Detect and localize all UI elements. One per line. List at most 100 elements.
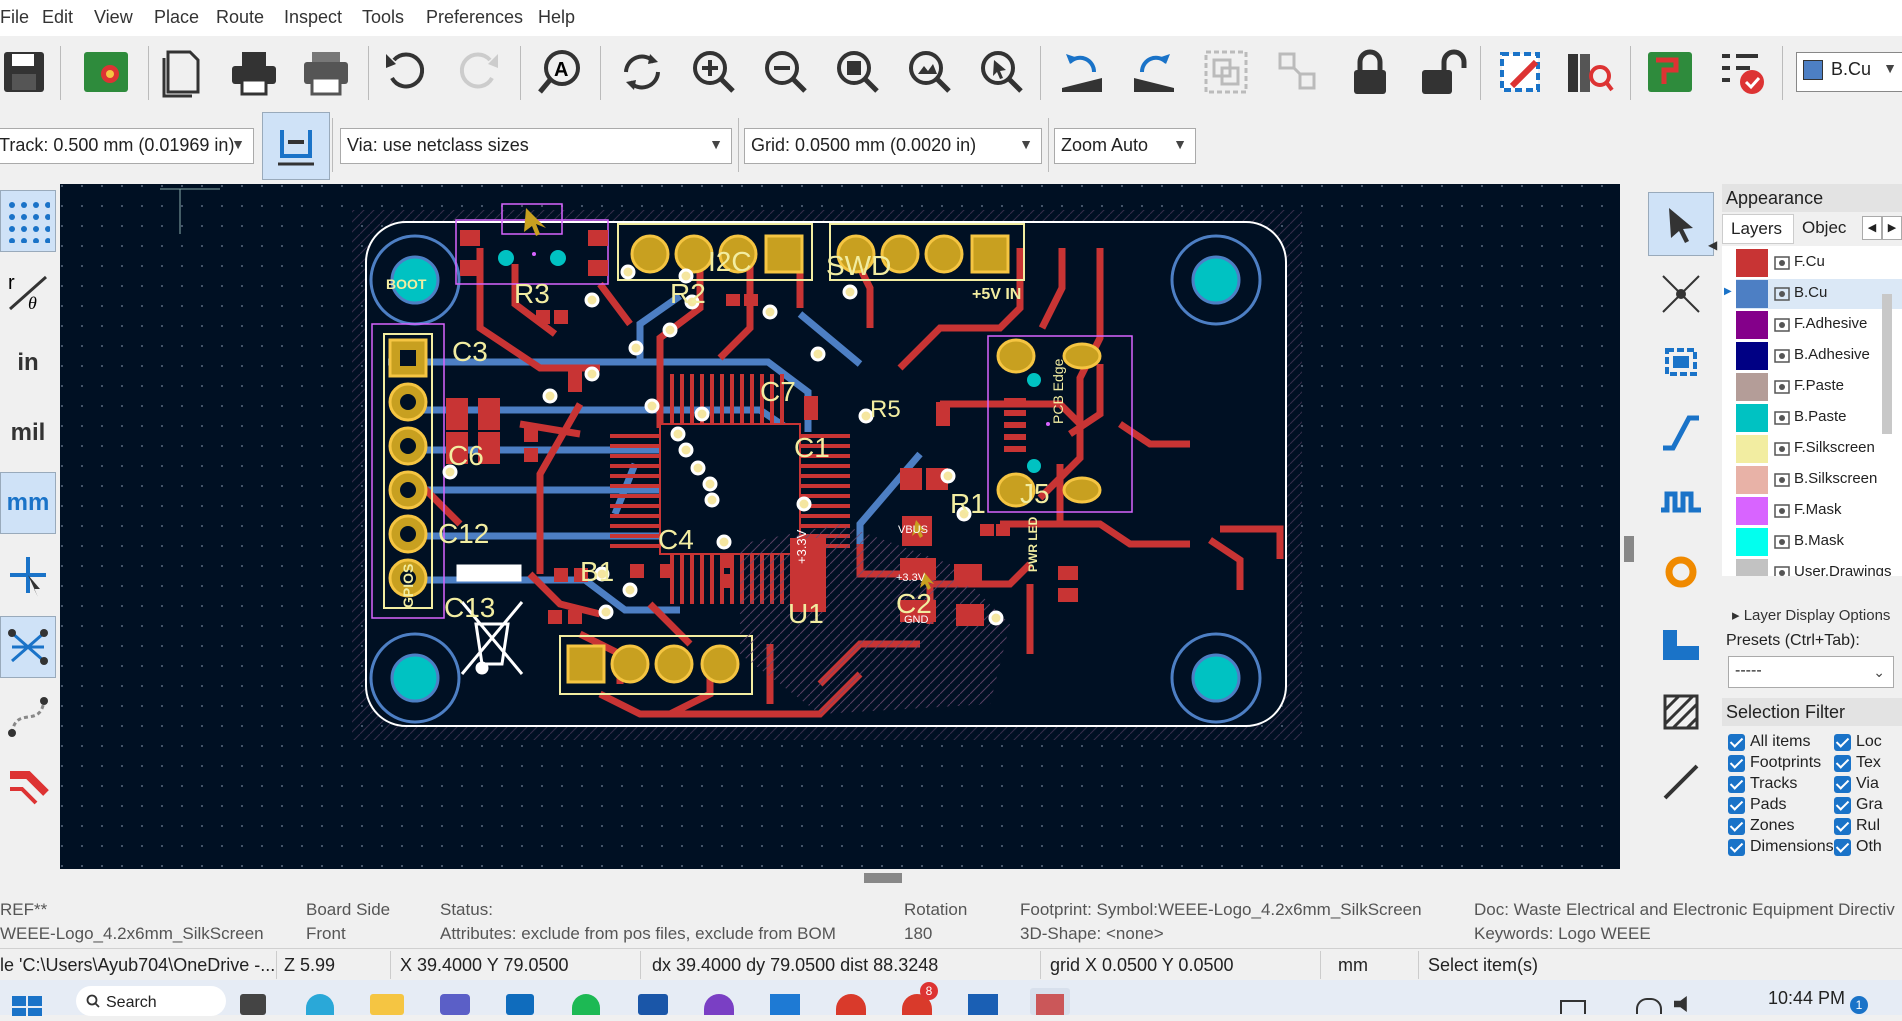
layer-row[interactable]: B.Paste (1736, 403, 1902, 433)
github-icon[interactable] (704, 994, 734, 1015)
vscroll-thumb[interactable] (1624, 536, 1634, 562)
filter-checkbox[interactable] (1834, 839, 1851, 856)
visibility-eye-icon[interactable] (1774, 255, 1790, 270)
zoom-in-icon[interactable] (684, 42, 744, 102)
menu-preferences[interactable]: Preferences (426, 7, 524, 27)
pcbnew-taskbar-button[interactable] (1030, 988, 1070, 1015)
canvas-vscroll[interactable] (1620, 184, 1638, 869)
visibility-eye-icon[interactable] (1774, 379, 1790, 394)
tune-length-icon[interactable] (1648, 470, 1714, 534)
filter-checkbox[interactable] (1728, 755, 1745, 772)
menu-view[interactable]: View (94, 7, 133, 27)
layer-selector[interactable]: B.Cu ▼ (1796, 52, 1902, 92)
spotify-icon[interactable] (572, 994, 600, 1015)
layer-color-swatch[interactable] (1736, 497, 1768, 525)
layer-row[interactable]: F.Cu (1736, 248, 1902, 278)
menu-route[interactable]: Route (216, 7, 265, 27)
layer-row[interactable]: ▶B.Cu (1724, 279, 1902, 309)
word-icon[interactable] (968, 994, 998, 1015)
filter-checkbox[interactable] (1728, 818, 1745, 835)
zoom-select[interactable]: Zoom Auto▼ (1054, 128, 1196, 164)
filter-checkbox[interactable] (1728, 797, 1745, 814)
wifi-icon[interactable] (1636, 998, 1662, 1014)
cursor-crosshair-icon[interactable] (0, 544, 56, 606)
layer-row[interactable]: B.Mask (1736, 527, 1902, 557)
file-explorer-icon[interactable] (370, 994, 404, 1015)
draw-line-icon[interactable] (1648, 750, 1714, 814)
layer-row[interactable]: F.Mask (1736, 496, 1902, 526)
footprint-editor-icon[interactable] (1490, 42, 1550, 102)
add-zone-icon[interactable] (1648, 610, 1714, 674)
select-arrow-icon[interactable] (1648, 192, 1714, 256)
tab-objects[interactable]: Objec (1796, 214, 1862, 244)
filter-checkbox[interactable] (1834, 797, 1851, 814)
visibility-eye-icon[interactable] (1774, 565, 1790, 576)
visibility-eye-icon[interactable] (1774, 410, 1790, 425)
visibility-eye-icon[interactable] (1774, 534, 1790, 549)
chrome-icon[interactable] (836, 994, 866, 1015)
layer-display-options[interactable]: ▸ Layer Display Options (1732, 607, 1891, 624)
undo-icon[interactable] (376, 42, 436, 102)
teams-icon[interactable] (440, 994, 470, 1015)
rotate-cw-icon[interactable] (1124, 42, 1184, 102)
visibility-eye-icon[interactable] (1774, 317, 1790, 332)
layer-row[interactable]: F.Silkscreen (1736, 434, 1902, 464)
page-settings-icon[interactable] (152, 42, 212, 102)
layer-color-swatch[interactable] (1736, 435, 1768, 463)
filter-checkbox[interactable] (1728, 776, 1745, 793)
menu-tools[interactable]: Tools (362, 7, 405, 27)
layer-list-scrollbar[interactable] (1882, 294, 1892, 434)
grid-select[interactable]: Grid: 0.0500 mm (0.0020 in)▼ (744, 128, 1042, 164)
task-view-icon[interactable] (240, 994, 266, 1015)
filter-checkbox[interactable] (1728, 734, 1745, 751)
windows-start-icon[interactable] (10, 992, 46, 1016)
save-icon[interactable] (0, 42, 54, 102)
visibility-eye-icon[interactable] (1774, 503, 1790, 518)
print-icon[interactable] (224, 42, 284, 102)
update-pcb-icon[interactable] (1640, 42, 1700, 102)
layer-row[interactable]: F.Paste (1736, 372, 1902, 402)
layer-color-swatch[interactable] (1736, 280, 1768, 308)
layer-color-swatch[interactable] (1736, 249, 1768, 277)
menu-help[interactable]: Help (538, 7, 576, 27)
add-footprint-icon[interactable] (1648, 330, 1714, 394)
menu-file[interactable]: File (0, 7, 30, 27)
track-width-select[interactable]: Track: 0.500 mm (0.01969 in)▼ (0, 128, 254, 164)
rotate-ccw-icon[interactable] (1052, 42, 1112, 102)
local-ratsnest-icon[interactable] (1648, 262, 1714, 326)
layer-row[interactable]: B.Silkscreen (1736, 465, 1902, 495)
units-mil-button[interactable]: mil (0, 402, 56, 464)
layer-row[interactable]: User.Drawings (1736, 558, 1902, 576)
zoom-selection-icon[interactable] (972, 42, 1032, 102)
menu-edit[interactable]: Edit (42, 7, 74, 27)
track-autowidth-button[interactable] (262, 112, 330, 180)
tab-scroll-right-icon[interactable]: ▶ (1882, 216, 1902, 240)
kicad-icon[interactable] (638, 994, 668, 1015)
layer-color-swatch[interactable] (1736, 404, 1768, 432)
track-outline-icon[interactable] (0, 756, 56, 818)
zoom-out-icon[interactable] (756, 42, 816, 102)
curved-ratsnest-icon[interactable] (0, 686, 56, 748)
via-size-select[interactable]: Via: use netclass sizes▼ (340, 128, 732, 164)
library-browser-icon[interactable] (1560, 42, 1620, 102)
filter-checkbox[interactable] (1834, 776, 1851, 793)
canvas-hscroll[interactable] (60, 869, 1620, 887)
tab-scroll-left-icon[interactable]: ◀ (1862, 216, 1882, 240)
units-mm-button[interactable]: mm (0, 472, 56, 534)
find-icon[interactable]: A (530, 42, 590, 102)
layer-row[interactable]: F.Adhesive (1736, 310, 1902, 340)
redo-icon[interactable] (448, 42, 508, 102)
layer-color-swatch[interactable] (1736, 311, 1768, 339)
add-keepout-icon[interactable] (1648, 680, 1714, 744)
zoom-fit-icon[interactable] (828, 42, 888, 102)
outlook-icon[interactable] (506, 994, 534, 1015)
visibility-eye-icon[interactable] (1774, 441, 1790, 456)
vscode-icon[interactable] (770, 994, 800, 1015)
drc-icon[interactable] (1712, 42, 1772, 102)
filter-checkbox[interactable] (1834, 755, 1851, 772)
ungroup-icon[interactable] (1268, 42, 1328, 102)
add-via-icon[interactable] (1648, 540, 1714, 604)
visibility-eye-icon[interactable] (1774, 286, 1790, 301)
layer-color-swatch[interactable] (1736, 373, 1768, 401)
